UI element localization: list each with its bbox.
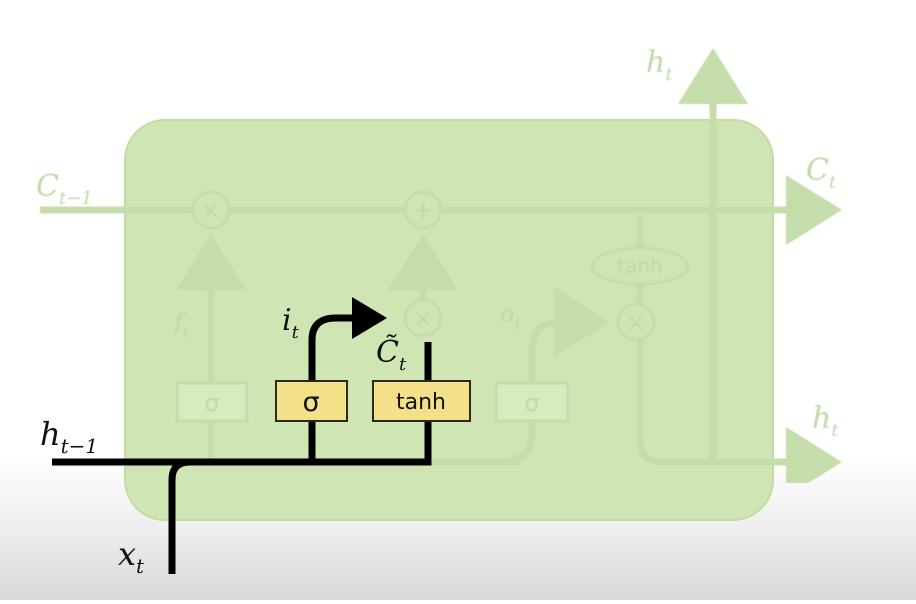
- f-gate-sub: t: [183, 323, 190, 341]
- forget-multiply-symbol: ×: [202, 199, 220, 224]
- h-top-sub: t: [665, 64, 673, 85]
- i-gate-label: it: [282, 303, 300, 343]
- h-right-label: ht: [812, 401, 839, 441]
- cell-tanh-op: [590, 246, 690, 286]
- input-gate-label: σ: [302, 387, 319, 418]
- output-gate-box: [494, 381, 570, 423]
- c-prev-label: Ct−1: [36, 169, 93, 209]
- o-gate-sub: t: [514, 315, 521, 333]
- x-input-line: [168, 458, 191, 574]
- h-top-label: ht: [646, 45, 673, 85]
- input-multiply-symbol: ×: [414, 307, 432, 332]
- c-tilde-sub: t: [399, 354, 407, 375]
- h-prev-label: ht−1: [40, 415, 98, 458]
- h-right-main: h: [812, 401, 831, 436]
- i-gate-main: i: [282, 303, 292, 338]
- x-input-sub: t: [136, 554, 145, 578]
- input-gate-output-arrow: [308, 297, 387, 385]
- cell-add-op: [403, 190, 443, 230]
- candidate-gate-label: tanh: [396, 390, 446, 415]
- c-next-label: Ct: [806, 153, 837, 193]
- c-next-sub: t: [829, 172, 837, 193]
- forget-gate-label: σ: [204, 389, 219, 417]
- c-prev-main: C: [36, 169, 59, 204]
- h-prev-main: h: [40, 415, 61, 453]
- h-prev-sub: t−1: [61, 434, 99, 458]
- output-gate-label: σ: [524, 389, 539, 417]
- faded-pathways: × + × × tanh σ σ Ct−1 Ct ht ht ft: [36, 45, 842, 497]
- h-right-output-line: [636, 215, 842, 497]
- forget-multiply-op: [191, 190, 231, 230]
- input-gate-box: [275, 380, 348, 422]
- x-input-main: x: [118, 535, 136, 573]
- input-multiply-op: [403, 298, 443, 338]
- cell-tanh-label: tanh: [617, 254, 662, 278]
- h-top-main: h: [646, 45, 665, 80]
- o-gate-main: o: [500, 300, 514, 328]
- c-prev-sub: t−1: [59, 188, 93, 209]
- cell-add-symbol: +: [413, 196, 433, 224]
- forget-gate-box: [175, 381, 249, 423]
- o-gate-label: ot: [500, 300, 521, 333]
- x-input-label: xt: [118, 535, 145, 578]
- i-gate-sub: t: [292, 322, 300, 343]
- output-multiply-symbol: ×: [627, 311, 645, 336]
- h-right-sub: t: [831, 420, 839, 441]
- c-next-main: C: [806, 153, 829, 188]
- c-tilde-label: C̃t: [376, 335, 407, 375]
- c-tilde-main: C̃: [376, 335, 399, 370]
- candidate-gate-box: [372, 380, 471, 422]
- output-multiply-op: [616, 302, 656, 342]
